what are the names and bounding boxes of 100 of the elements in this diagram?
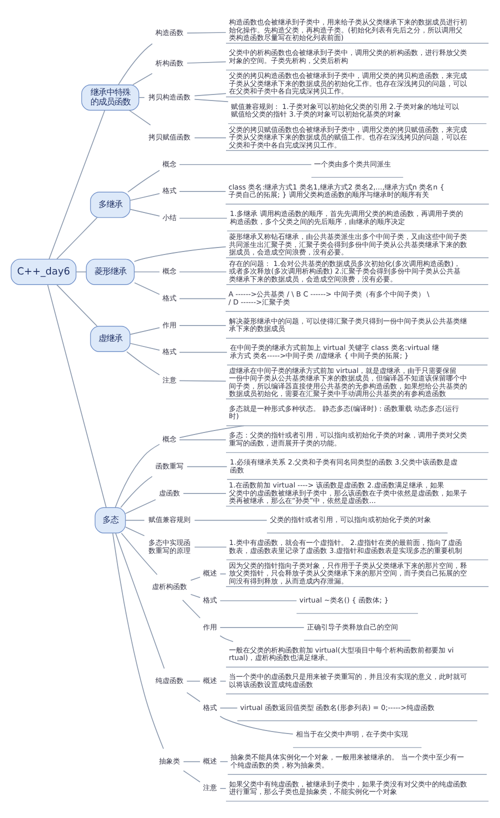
connector [56,216,98,259]
connector [126,350,160,375]
connector [179,324,226,326]
connector [179,351,228,352]
connector [134,270,160,272]
node-text: 1.类中有虚函数，就会有一个虚指针。 2.虚指针在类的最前面，指向了虚函数表，虚函数表里记录了虚函数 3.虚指针和虚函数表是实现多态的重要机制 [229,538,462,554]
connector [120,532,158,575]
node-text: virtual ~类名() { 函数体; } [299,595,389,604]
node-text: 1.必须有继承关系 2.父类和子类有同名同类型的函数 3.父类中该函数是虚函数 [230,457,458,474]
connector [182,599,201,618]
connector [220,760,228,762]
connector [179,380,226,382]
connector [118,42,153,85]
node-text: 拷贝构造函数 [148,92,191,101]
node-text: 拷贝赋值函数 [148,132,191,142]
node-box: 虚继承 [90,325,130,352]
connector [130,192,160,200]
node-text: 作用 [162,320,177,329]
connector [186,466,228,467]
connector [112,532,164,749]
node-text: 多态中实现函数重写的原理 [148,538,191,554]
connector [127,169,160,192]
node-text: 抽象类 [159,756,180,765]
connector [194,92,226,96]
node-text: 纯虚函数 [156,675,184,684]
node-text: 1.多继承 调用构造函数的顺序，首先先调用父类的构造函数，再调用子类的构造函数，多个父类之间的先后顺序，由继承的顺序决定 [230,208,463,226]
connector [48,109,106,259]
connector [186,692,200,702]
node-text: 作用 [203,622,218,631]
connector [179,270,227,272]
node-box: 菱形继承 [86,258,135,284]
node-text: 虚析构函数 [152,582,188,591]
node-text: 因为父类的指针指向子类对象，只作用于子类从父类继承下来的那片空间，释放父类指针，只会释放子类从父类继承下来的那片空间，而子类自己拓展的空间没有得到释放，从而造成内存泄漏。 [228,560,467,585]
node-text: 格式 [162,346,177,356]
connector [194,98,229,102]
connector [190,576,200,580]
node-text: 函数重写 [156,460,184,470]
node-text: 父类中的析构函数也会被继承到子类中，调用父类的析构函数，进行释放父类对象的空间。子类先析构，父类后析构 [228,48,467,64]
connector [179,164,312,165]
node-text: 抽象类不能具体实例化一个对象，一般用来被继承的。 当一个类中至少有一个纯虚函数的类，称为抽象类。 [230,752,464,769]
node-text: 赋值兼容规则： 1.子类对象可以初始化父类的引用 2.子类对象的地址可以赋值给父类的指针 3.子类的对象可以初始化基类的对象 [230,101,459,118]
connector [186,60,226,64]
connector [114,443,160,508]
node-text: 父类的拷贝构造函数也会被继承到子类中，调用父类的拷贝构造函数，来完成子类从父类继承下来的数据成员的初始化工作。也存在深浅拷贝的问题，可以在父类和子类中各自完成深拷贝工作。 [228,70,467,96]
node-text: 概述 [203,675,218,684]
node-text: 虚继承在中间子类的继承方式前加 virtual，就是虚继承，由于只需要保留一份中间子类从公共基类继承下来的数据成员，但编译器不知道该保留哪个中间子类，所以编译器直接使用公共基类的无参构造函数，如果想给公共基类的数据成员初始化，需要在汇聚子类中手动调用公共基类的有参构造函数 [228,365,467,398]
connector [128,109,151,125]
node-text: 解决菱形继承中的问题，可以使得汇聚子类只得到一份中间子类从公共基类继承下来的数据成员 [228,316,467,333]
node-text: 多态就是一种形式多种状态。 静态多态(编译时)：函数重载 动态多态(运行时) [229,403,459,420]
node-text: 一般在父类的析构函数前加 virtual(大型项目中每个析构函数前都要加 virtual)，虚析构函数也满足继承。 [228,644,454,662]
node-text: 概念 [162,266,177,276]
node-text: 父类的指针或者引用，可以指向或初始化子类的对象 [270,514,431,524]
node-text: 虚函数 [159,488,180,497]
node-text: 如果父类中有纯虚函数，被继承到子类中，如果子类没有对父类中的纯虚函数进行重写，那么子类也是抽象类，不能实例化一个对象 [228,778,467,796]
connector [134,246,226,262]
node-text: 一个类由多个类共同派生 [314,158,392,168]
connector [179,424,244,438]
connector [179,190,226,192]
node-text: 多态：父类的指针或者引用，可以指向或初始化子类的对象，调用子类对父类重写的函数，进而展开子类的功能。 [228,430,467,447]
connector [220,626,304,628]
connector [125,526,145,536]
node-text: 注意 [203,782,218,792]
connector [182,492,226,494]
node-text: 构造函数也会被继承到子类中，用来给子类从父类继承下来的数据成员进行初始化操作。先构造父类，再构造子类。(初始化列表有先后之分，所以调用父类构造函数尽量写在初始化列表前面) [228,17,467,42]
connector [120,476,153,508]
node-box: C++_day6 [10,258,76,284]
connector [130,326,160,334]
connector [47,284,107,508]
node-text: 菱形继承又称钻石继承，由公共基类派生出多个中间子类，又由这些中间子类共同派生出汇聚子类，汇聚子类会得到多份中间子类从公共基类继承下来的数据成员，会造成空间浪费，没有必要。 [228,232,467,256]
node-box: 多继承 [90,191,130,218]
connector [179,217,228,218]
connector [194,136,226,138]
node-text: 注意 [162,374,177,384]
connector [76,270,87,272]
connector [194,546,227,548]
node-text: 赋值兼容规则 [148,514,191,524]
connector [179,438,226,440]
connector [130,208,160,216]
node-text: 格式 [162,292,177,302]
node-text: 构造函数 [156,28,184,37]
node-text: 析构函数 [156,58,184,67]
node-text: 在中间子类的继承方式前加上 virtual 关键字 class 类名:virtual 继承方式 类名----->中间子类 //虚继承 { 中间子类的拓展; } [230,342,440,360]
connector [138,96,145,98]
node-text: A ------>公共基类 / \ B C ------> 中间子类（有多个中间子类） \ / D ------>汇聚子类 [228,289,430,306]
connector [183,760,200,762]
connector [186,680,200,682]
node-text: class 类名:继承方式1 类名1,继承方式2 类名2,...,继承方式n 类名n { 子类自己的拓展; } 调用父类构造函数的顺序与继承时的顺序有关 [228,182,444,199]
connector [56,284,98,326]
connector [220,634,234,642]
connector [125,498,156,514]
node-text: 1.在函数前加 virtual ----> 该函数是虚函数 2.虚函数满足继承，如果父类中的虚函数被继承到子类中，那么该函数在子类中依然是虚函数，如果子类再被继承，那么在“孙类”中，依然是虚函数... [228,480,467,505]
connector [130,342,160,350]
node-text: 小结 [162,212,177,222]
node-box: 多态 [94,506,126,533]
node-text: 概念 [162,434,177,444]
connector [132,72,153,85]
node-box: 继承中特殊的成员函数 [81,84,140,110]
connector [220,715,294,734]
node-text: 格式 [203,595,218,604]
node-text: 概述 [203,756,218,765]
